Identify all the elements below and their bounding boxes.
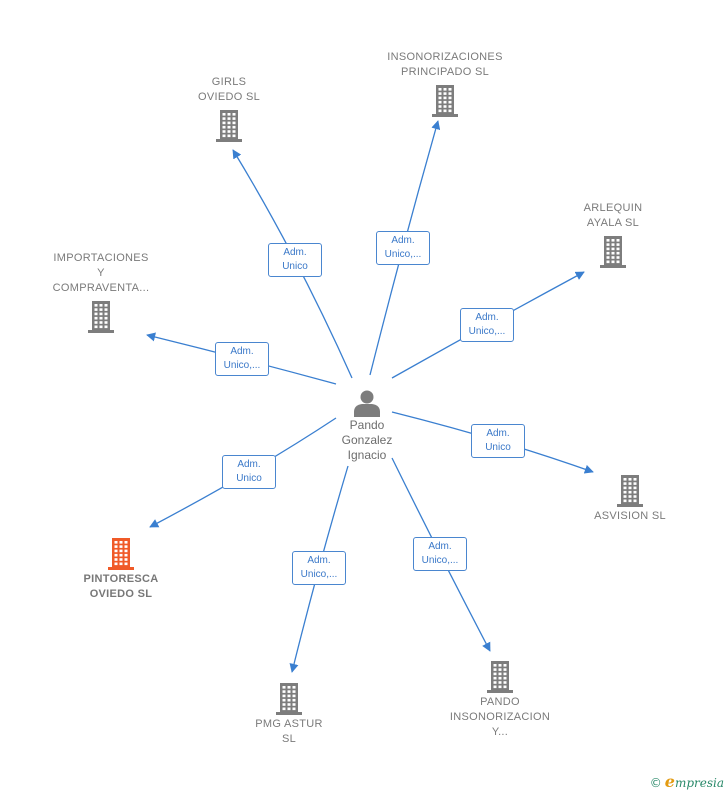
building-icon: [276, 683, 302, 715]
building-icon: [487, 661, 513, 693]
company-node-asvision[interactable]: ASVISION SL: [560, 473, 700, 524]
person-icon: [354, 390, 380, 417]
building-icon: [108, 538, 134, 570]
edge-label-arlequin[interactable]: Adm. Unico,...: [460, 308, 514, 342]
building-icon: [88, 301, 114, 333]
edge-label-text: Unico: [282, 261, 308, 272]
edge-label-text: Unico: [236, 473, 262, 484]
edge-label-text: Unico,...: [300, 569, 338, 580]
edge-label-girls[interactable]: Adm. Unico: [268, 243, 322, 277]
building-icon: [216, 110, 242, 142]
edge-label-text: Adm.: [237, 459, 261, 470]
brand-logo: ©empresia: [649, 772, 724, 791]
edge-label-text: Adm.: [230, 346, 254, 357]
edge-label-text: Adm.: [428, 541, 452, 552]
edge-label-text: Unico,...: [384, 249, 422, 260]
edge-label-pintoresca[interactable]: Adm. Unico: [222, 455, 276, 489]
edge-label-pando[interactable]: Adm. Unico,...: [413, 537, 467, 571]
edge-label-asvision[interactable]: Adm. Unico: [471, 424, 525, 458]
company-name: ASVISION SL: [594, 510, 666, 522]
edge-label-insonorizaciones[interactable]: Adm. Unico,...: [376, 231, 430, 265]
edge-label-text: Unico,...: [421, 555, 459, 566]
edge-label-text: Adm.: [307, 555, 331, 566]
edge-label-text: Unico,...: [223, 360, 261, 371]
edge-label-text: Adm.: [283, 247, 307, 258]
edge-label-text: Adm.: [486, 428, 510, 439]
edge-label-importaciones[interactable]: Adm. Unico,...: [215, 342, 269, 376]
person-node[interactable]: Pando Gonzalez Ignacio: [332, 388, 402, 463]
building-icon: [617, 475, 643, 507]
edge-label-text: Adm.: [475, 312, 499, 323]
edge-label-text: Unico: [485, 442, 511, 453]
building-icon: [432, 85, 458, 117]
edge-label-pmg[interactable]: Adm. Unico,...: [292, 551, 346, 585]
building-icon: [600, 236, 626, 268]
edge-label-text: Unico,...: [468, 326, 506, 337]
person-name: Pando Gonzalez Ignacio: [341, 418, 393, 462]
edge-label-text: Adm.: [391, 235, 415, 246]
